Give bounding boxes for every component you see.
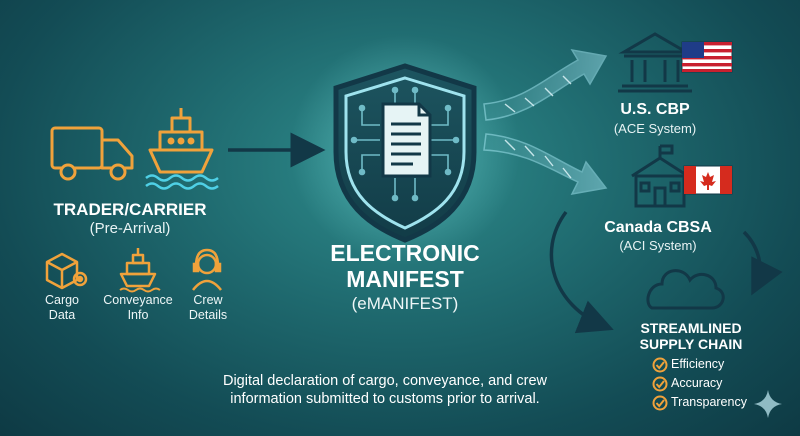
- benefit-accuracy: Accuracy: [671, 376, 723, 390]
- canada-building-icon: [631, 144, 689, 208]
- conveyance-ship-icon: [119, 248, 161, 293]
- circuit-traces: [350, 86, 460, 202]
- water-waves-icon: [145, 174, 219, 190]
- cloud-icon: [646, 269, 725, 310]
- cargo-box-gear-icon: [45, 252, 88, 290]
- us-cbp-system: (ACE System): [613, 121, 697, 136]
- conveyance-info-label: Conveyance Info: [103, 293, 173, 322]
- streamlined-supply-chain-title: STREAMLINED SUPPLY CHAIN: [639, 320, 743, 352]
- manifest-title: ELECTRONIC MANIFEST: [330, 240, 480, 292]
- cargo-data-label: Cargo Data: [44, 293, 80, 322]
- benefit-efficiency: Efficiency: [671, 357, 725, 371]
- right-curved-arrow: [742, 230, 783, 296]
- government-building-icon: [618, 32, 692, 93]
- caption: Digital declaration of cargo, conveyance…: [222, 373, 547, 407]
- trader-carrier-title: TRADER/CARRIER: [53, 200, 207, 219]
- ship-icon: [148, 108, 214, 174]
- data-flow-arrow-to-cbsa: [483, 133, 608, 195]
- us-flag-icon: [681, 41, 733, 73]
- trader-carrier-subtitle: (Pre-Arrival): [89, 220, 171, 237]
- data-flow-arrow-to-cbp: [483, 48, 608, 121]
- benefit-transparency: Transparency: [671, 395, 747, 409]
- manifest-subtitle: (eMANIFEST): [351, 294, 459, 313]
- truck-icon: [50, 126, 134, 181]
- sparkle-icon: [754, 390, 782, 418]
- check-icon: [652, 376, 668, 392]
- crew-details-label: Crew Details: [188, 293, 228, 322]
- check-icon: [652, 357, 668, 373]
- cbsa-to-supply-chain-arrow: [549, 210, 614, 334]
- canada-flag-icon: [683, 165, 733, 195]
- check-icon: [652, 395, 668, 411]
- us-cbp-title: U.S. CBP: [620, 101, 690, 118]
- document-icon: [381, 102, 432, 178]
- canada-cbsa-system: (ACI System): [619, 238, 697, 253]
- crew-headset-icon: [192, 248, 222, 291]
- canada-cbsa-title: Canada CBSA: [604, 219, 712, 236]
